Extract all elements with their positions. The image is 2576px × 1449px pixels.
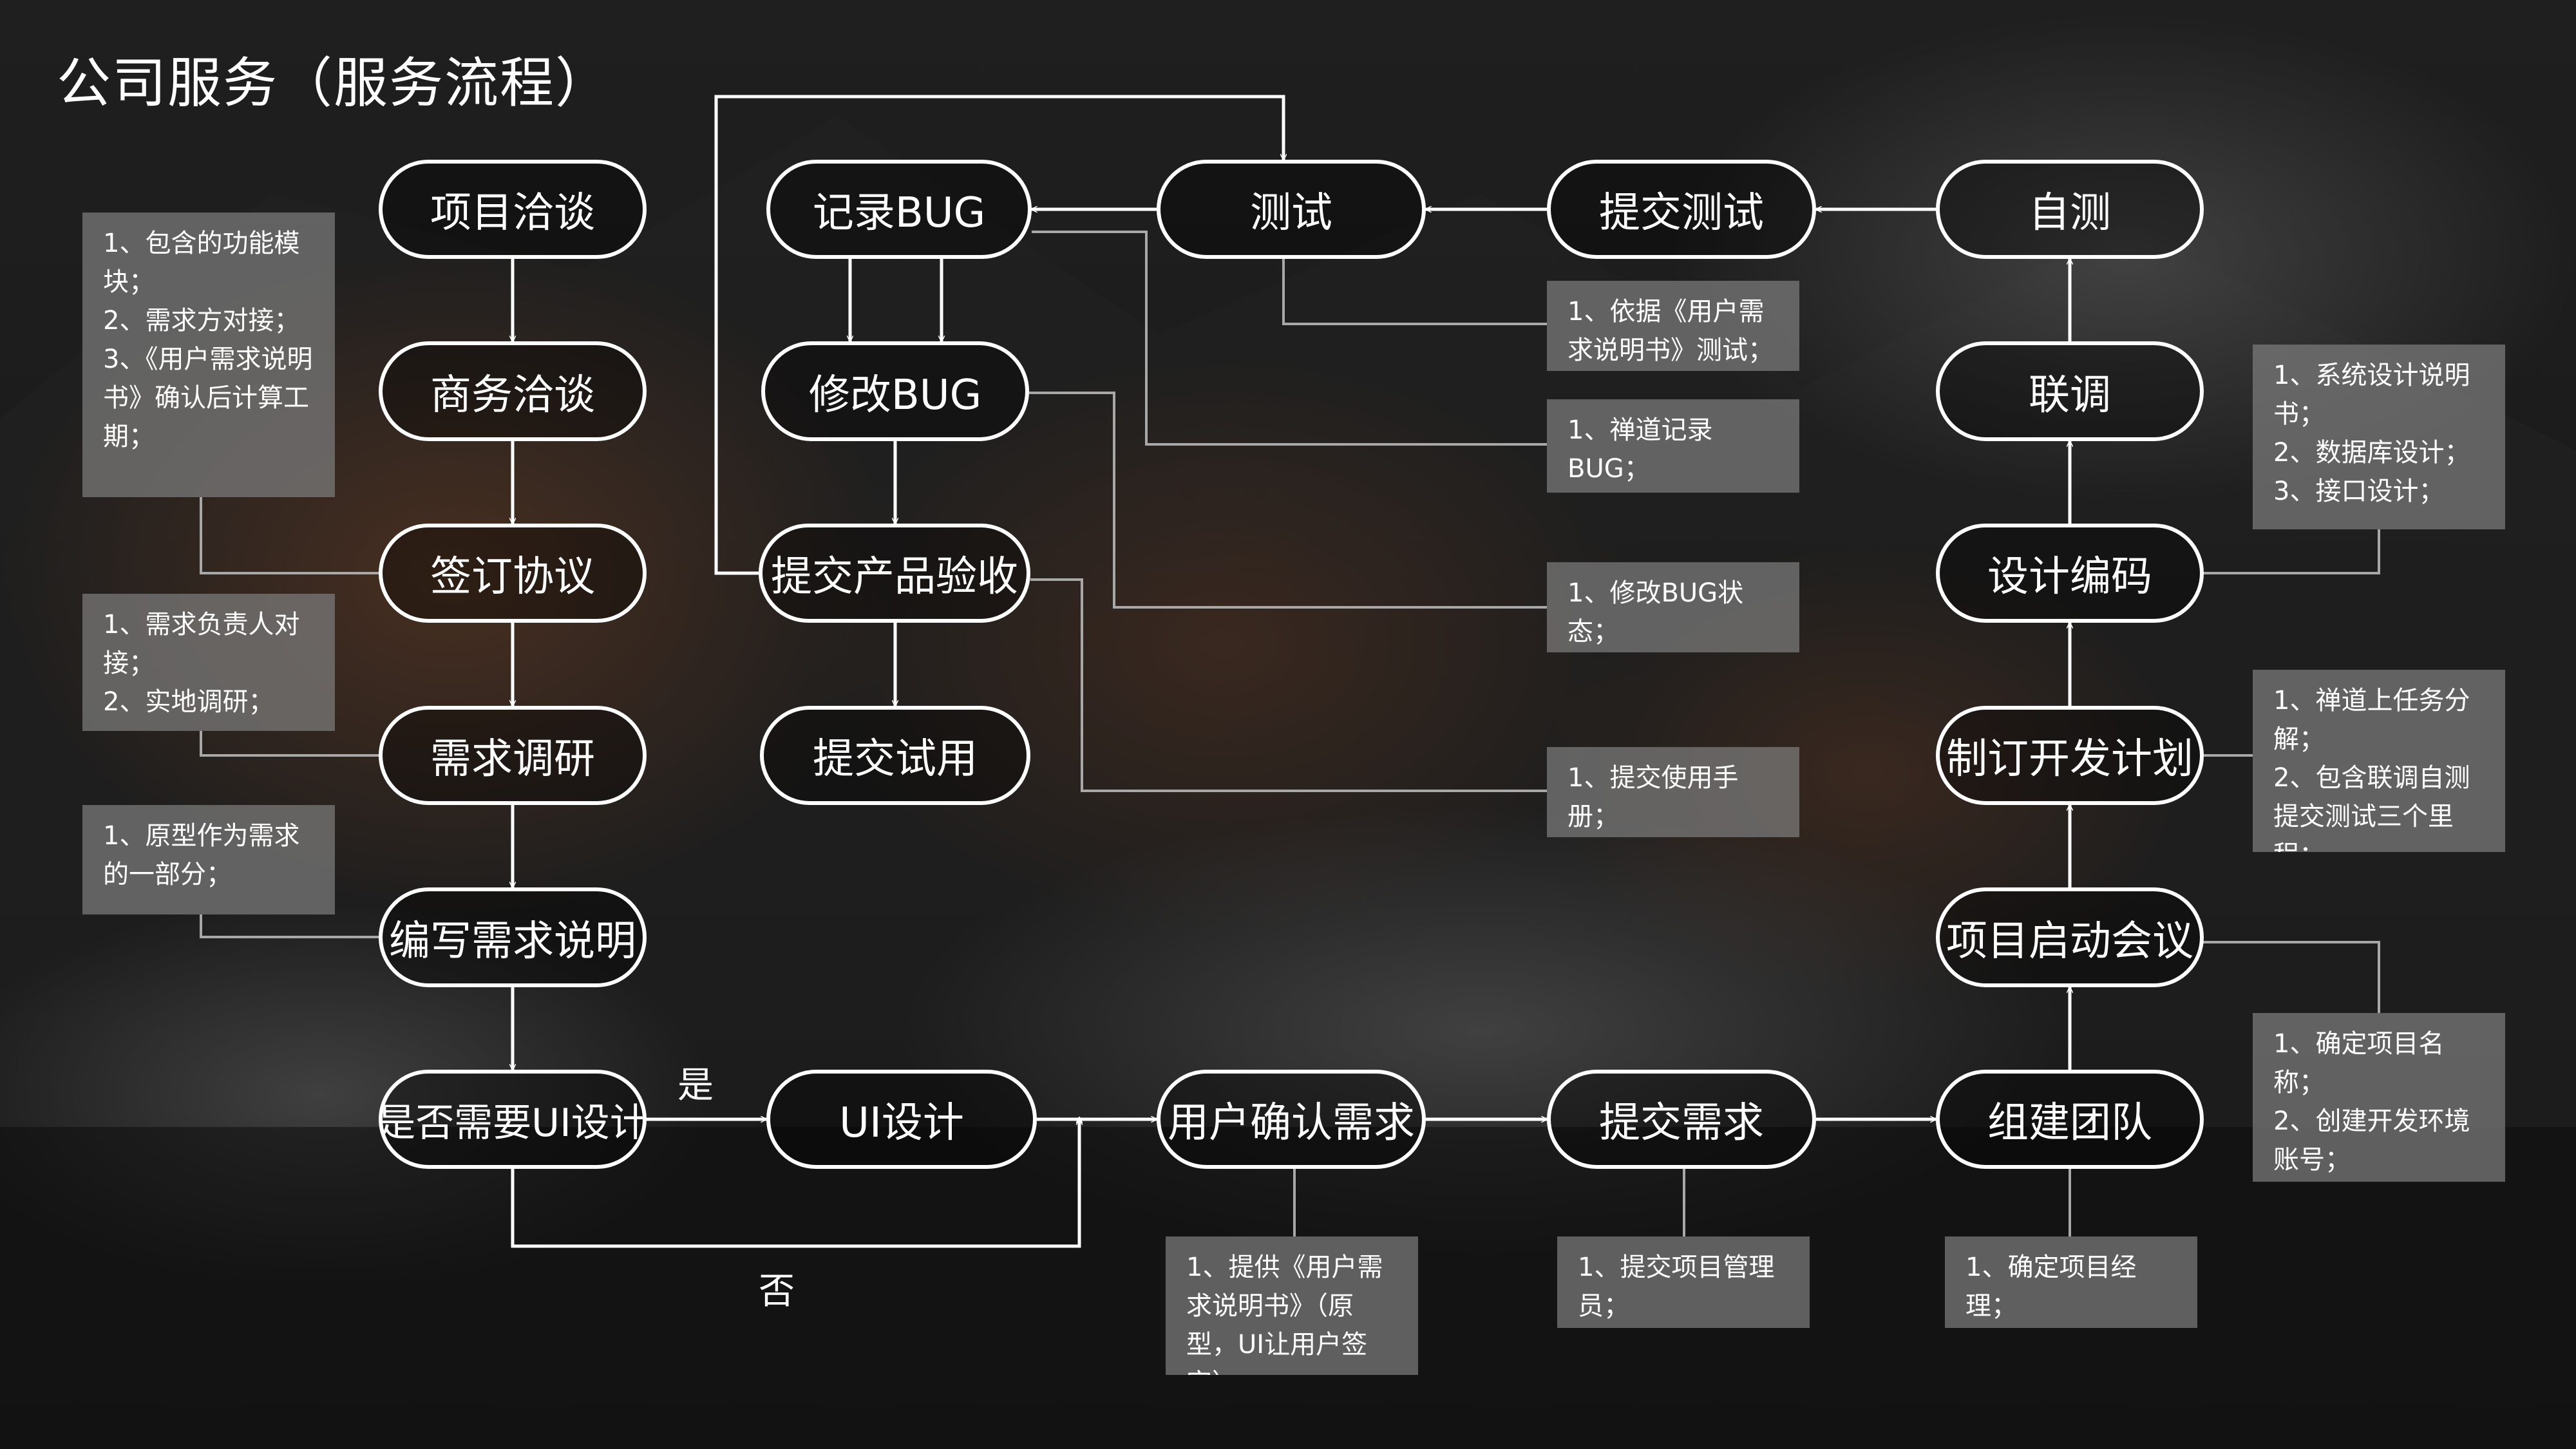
note-chandao-bug: 1、禅道记录BUG； 2、跟踪BUG状态； — [1547, 399, 1799, 493]
node-shangwu-qiatan[interactable]: 商务洽谈 — [379, 341, 647, 441]
note-shiyong-shouce: 1、提交使用手册； — [1547, 747, 1799, 837]
note-sheji-wendang: 1、系统设计说明书； 2、数据库设计； 3、接口设计； — [2253, 345, 2505, 529]
note-ceshi-yiju: 1、依据《用户需求说明书》测试； — [1547, 281, 1799, 371]
node-xuqiu-diaoyan[interactable]: 需求调研 — [379, 706, 647, 805]
node-ceshi[interactable]: 测试 — [1157, 160, 1426, 259]
node-xiangmu-qiatan[interactable]: 项目洽谈 — [379, 160, 647, 259]
node-bianxie-xuqiu[interactable]: 编写需求说明 — [379, 887, 647, 987]
note-connector-ceshi — [1282, 259, 1547, 325]
node-jilu-bug[interactable]: 记录BUG — [766, 160, 1032, 259]
note-connector-xieyi — [200, 731, 380, 757]
label-no: 否 — [759, 1271, 795, 1312]
node-tijiao-xuqiu[interactable]: 提交需求 — [1547, 1070, 1816, 1169]
note-connector-xiugai — [1029, 392, 1547, 609]
note-connector-bianma — [2202, 529, 2380, 574]
node-ui-sheji[interactable]: UI设计 — [766, 1070, 1037, 1169]
node-sheji-bianma[interactable]: 设计编码 — [1936, 524, 2204, 623]
page-title: 公司服务（服务流程） — [57, 52, 611, 115]
note-connector-qidong — [2202, 941, 2380, 1013]
note-connector-bug — [1032, 231, 1547, 446]
label-yes: 是 — [677, 1065, 714, 1106]
note-renwu-fenjie: 1、禅道上任务分解； 2、包含联调自测提交测试三个里程； — [2253, 670, 2505, 852]
node-shifou-ui[interactable]: 是否需要UI设计 — [379, 1070, 647, 1169]
node-zujian-tuandui[interactable]: 组建团队 — [1936, 1070, 2204, 1169]
note-connector-shiyong — [1030, 578, 1547, 792]
node-liantiao[interactable]: 联调 — [1936, 341, 2204, 441]
arrow-yanshou-to-ceshi-loop — [714, 95, 1283, 575]
note-xiangmu-jingli: 1、确定项目经理； — [1945, 1236, 2197, 1328]
note-yonghu-shuomingshu: 1、提供《用户需求说明书》（原型，UI让用户签字） — [1166, 1236, 1418, 1375]
node-qianding-xieyi[interactable]: 签订协议 — [379, 524, 647, 623]
node-tijiao-ceshi[interactable]: 提交测试 — [1547, 160, 1816, 259]
node-tijiao-yanshou[interactable]: 提交产品验收 — [759, 524, 1030, 623]
node-yonghu-queren[interactable]: 用户确认需求 — [1157, 1070, 1426, 1169]
note-xiugai-zhuangtai: 1、修改BUG状态； — [1547, 562, 1799, 652]
node-xiugai-bug[interactable]: 修改BUG — [761, 341, 1029, 441]
arrow-no-bypass — [511, 1119, 1079, 1248]
node-qidong-huiyi[interactable]: 项目启动会议 — [1936, 887, 2204, 987]
note-xiangmu-mingcheng: 1、确定项目名称； 2、创建开发环境账号； — [2253, 1013, 2505, 1182]
note-yuanxing: 1、原型作为需求的一部分； — [82, 805, 335, 914]
node-kaifa-jihua[interactable]: 制订开发计划 — [1936, 706, 2204, 805]
note-xiangmu-guanli: 1、提交项目管理员； — [1557, 1236, 1810, 1328]
node-tijiao-shiyong[interactable]: 提交试用 — [760, 706, 1030, 805]
note-connector-yuanxing — [200, 914, 380, 938]
node-ziceng[interactable]: 自测 — [1936, 160, 2204, 259]
note-xieyi: 1、需求负责人对接； 2、实地调研； — [82, 594, 335, 731]
note-connector-shangwu — [200, 497, 380, 574]
note-shangwu: 1、包含的功能模块； 2、需求方对接； 3、《用户需求说明书》确认后计算工期； — [82, 213, 335, 497]
